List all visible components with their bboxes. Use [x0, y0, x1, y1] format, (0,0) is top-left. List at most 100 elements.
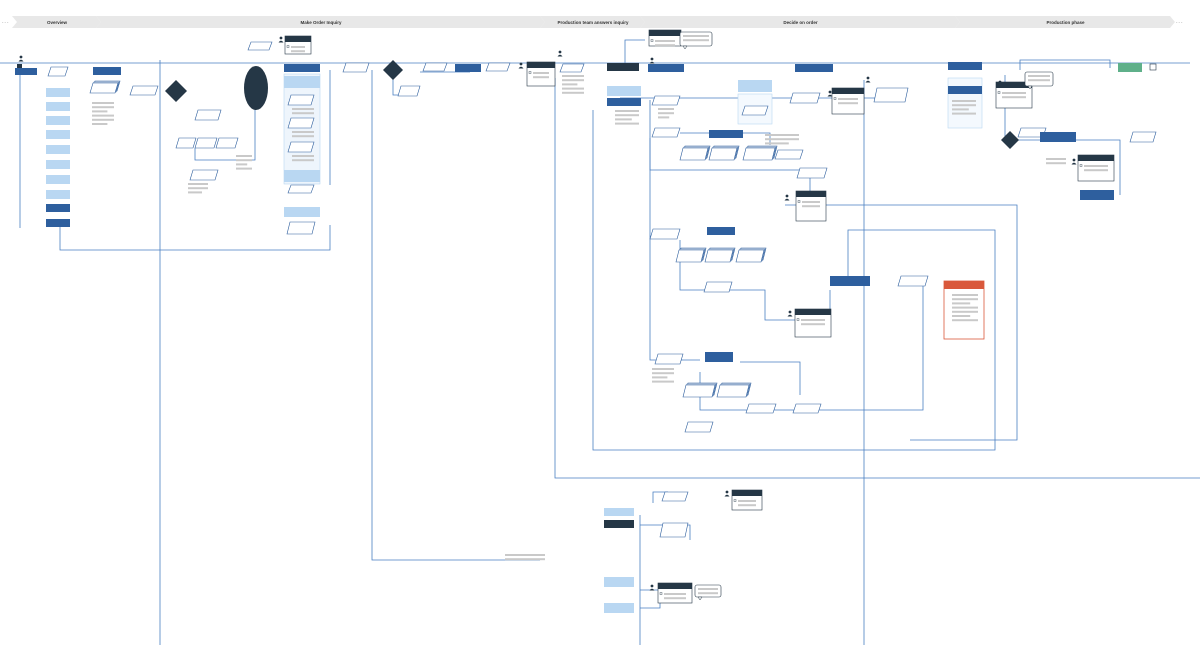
process-step: [46, 204, 70, 212]
data-node: [215, 137, 239, 149]
stacked-doc-node: [89, 82, 119, 94]
document-icon: [796, 318, 800, 321]
info-card-line: [738, 504, 756, 507]
user-body-icon: [1071, 162, 1077, 165]
data-node: [651, 95, 681, 106]
data-node: [651, 127, 681, 138]
user-body-icon: [649, 588, 655, 591]
info-card-line: [533, 72, 549, 74]
sublane-header: [284, 207, 320, 217]
placeholder-line: [292, 155, 314, 157]
process-step: [607, 98, 641, 106]
connector-line: [194, 88, 256, 161]
placeholder-line: [615, 122, 639, 125]
placeholder-line: [652, 376, 668, 379]
stage-chevron: [540, 16, 645, 28]
process-step-dark: [607, 63, 639, 71]
placeholder-line: [292, 131, 314, 133]
bubble-line: [1028, 75, 1050, 77]
stage-label: Decide on order: [783, 20, 818, 25]
placeholder-line: [652, 380, 674, 383]
placeholder-line: [292, 108, 314, 110]
user-body-icon: [787, 314, 793, 317]
process-step-dark: [604, 520, 634, 528]
placeholder-line: [292, 135, 314, 138]
user-body-icon: [784, 198, 790, 201]
process-step: [1080, 190, 1114, 200]
alert-card: [943, 280, 985, 340]
data-node: [661, 491, 689, 502]
placeholder-line: [92, 106, 114, 109]
stage-label: Production team answers inquiry: [557, 20, 629, 25]
list-item-step: [46, 102, 70, 111]
data-node: [559, 63, 585, 73]
info-card-header: [832, 88, 864, 94]
placeholder-line: [658, 116, 670, 119]
info-card-line: [533, 76, 549, 79]
data-node: [397, 85, 421, 97]
connector-line: [640, 589, 661, 609]
info-card-line: [291, 50, 305, 53]
data-node: [649, 228, 681, 240]
alert-card-line: [952, 294, 978, 296]
process-step: [705, 352, 733, 362]
info-card-line: [664, 597, 686, 600]
document-icon: [1079, 164, 1083, 167]
sublane-header: [607, 86, 641, 96]
process-step: [455, 64, 481, 72]
user-body-icon: [557, 54, 563, 57]
chat-bubble-icon: [694, 584, 722, 598]
chat-bubble-icon: [679, 31, 713, 47]
placeholder-line: [505, 554, 545, 556]
data-node: [792, 403, 822, 414]
info-card-line: [655, 44, 675, 47]
cloud-event-node: [244, 66, 268, 110]
placeholder-line: [92, 123, 108, 125]
connector-line: [1019, 59, 1111, 70]
process-step: [709, 130, 743, 138]
placeholder-line: [952, 108, 969, 111]
info-card-header: [285, 36, 311, 42]
alert-card-line: [952, 315, 971, 317]
list-item-step: [46, 190, 70, 199]
info-card-line: [664, 593, 686, 595]
placeholder-line: [615, 114, 639, 117]
data-node: [194, 109, 222, 121]
list-item-step: [46, 130, 70, 139]
document-icon: [833, 97, 837, 100]
placeholder-line: [765, 134, 799, 136]
alert-card-header: [944, 281, 984, 289]
chat-bubble-icon: [1024, 71, 1054, 87]
placeholder-line: [562, 87, 584, 90]
stage-chevron: [96, 16, 545, 28]
list-item-step: [46, 116, 70, 125]
data-node: [287, 94, 315, 106]
info-card-header: [732, 490, 762, 496]
placeholder-line: [188, 183, 208, 185]
connector-line: [554, 78, 1200, 479]
data-node: [189, 169, 219, 181]
data-node: [654, 353, 684, 365]
placeholder-line: [188, 191, 202, 194]
list-item-step: [46, 160, 70, 169]
sublane-header: [604, 603, 634, 613]
info-card-line: [802, 205, 820, 208]
data-node: [873, 87, 909, 103]
data-node: [741, 105, 769, 116]
placeholder-line: [292, 112, 314, 115]
placeholder-line: [952, 100, 976, 102]
data-node: [659, 522, 689, 538]
decision-node: [165, 80, 187, 102]
process-step: [46, 219, 70, 227]
sublane-header: [284, 170, 320, 182]
placeholder-line: [562, 91, 584, 94]
stacked-doc-node: [708, 147, 738, 161]
stage-label: Make Order Inquiry: [300, 20, 342, 25]
data-node: [286, 221, 316, 235]
chat-bubble-tail: [697, 596, 703, 601]
data-node: [703, 281, 733, 293]
info-card-header: [1078, 155, 1114, 161]
bubble-line: [698, 588, 718, 590]
document-icon: [997, 91, 1001, 94]
diagram-nodes: [15, 29, 1157, 613]
